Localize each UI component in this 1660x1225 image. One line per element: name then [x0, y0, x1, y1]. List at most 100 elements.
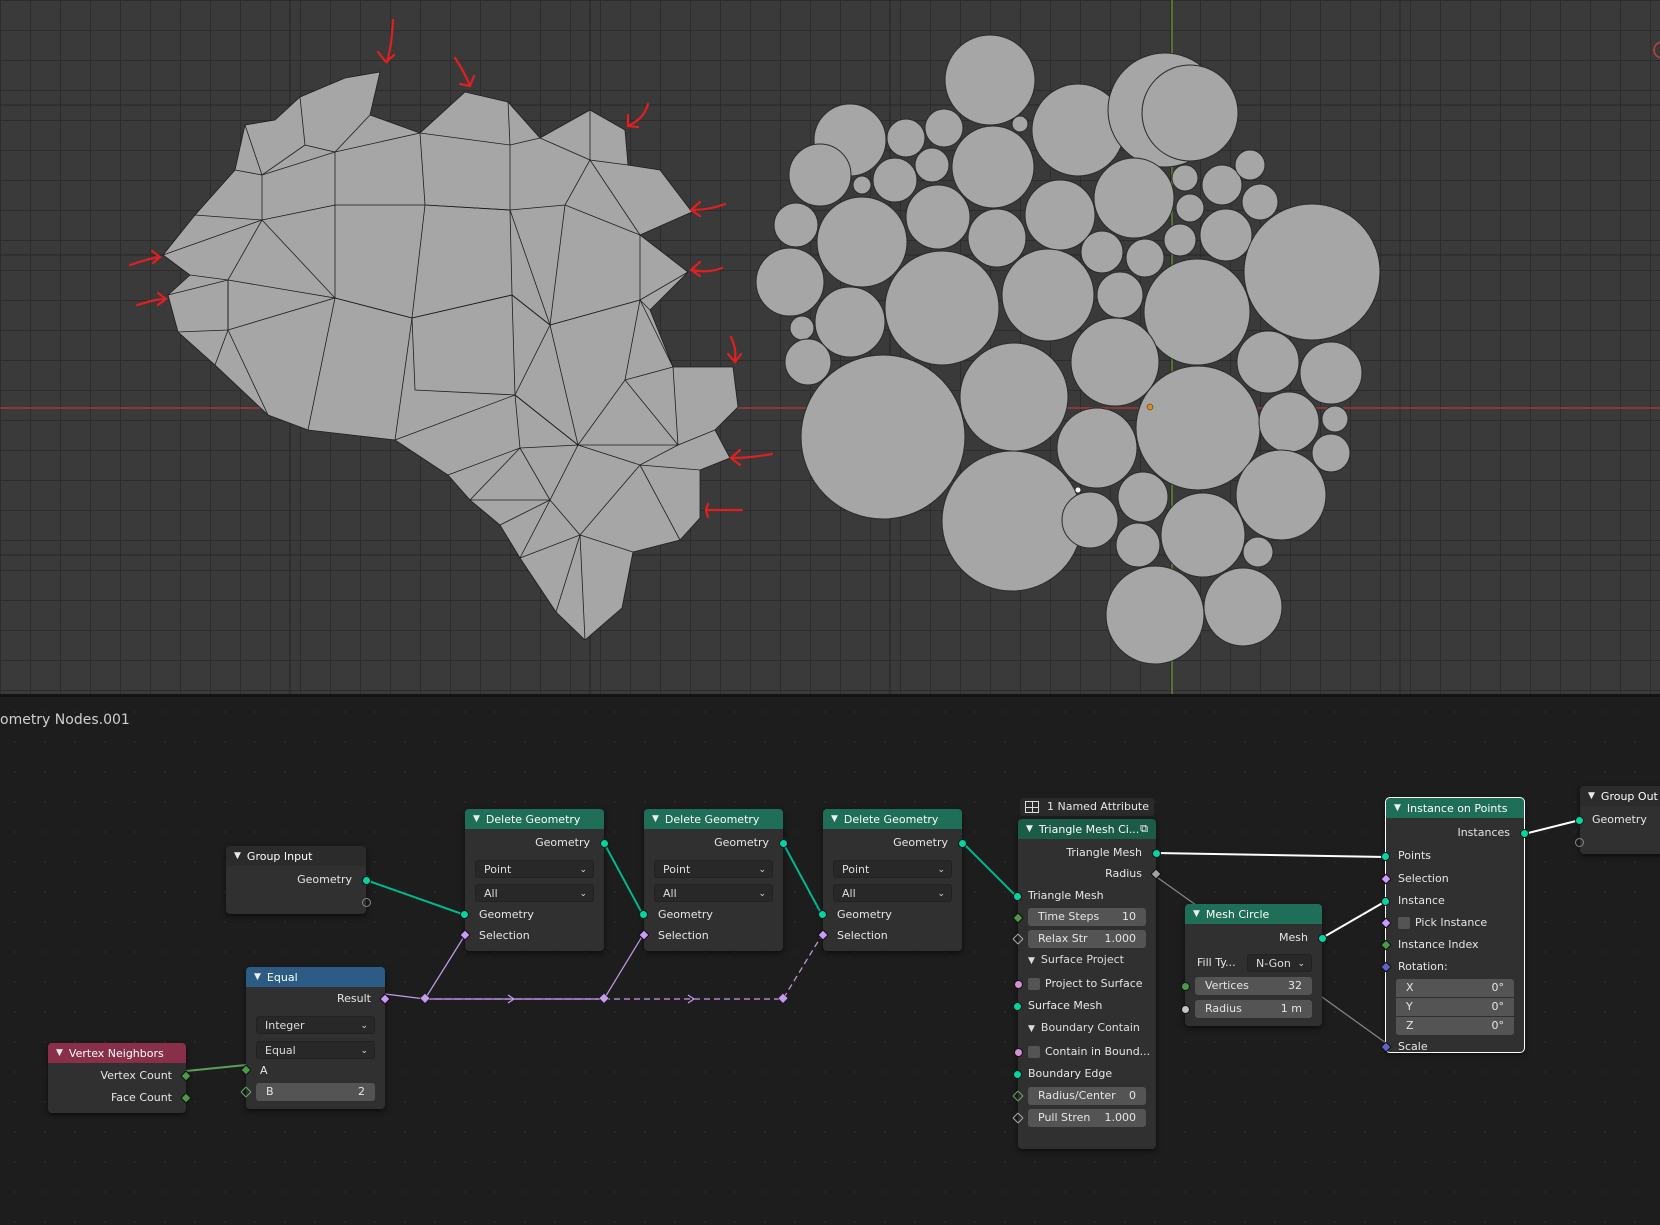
socket-label-result: Result — [337, 992, 371, 1005]
collapse-icon[interactable]: ▼ — [1588, 791, 1595, 801]
socket-label-geometry: Geometry — [297, 873, 352, 886]
label-boundary-edge: Boundary Edge — [1028, 1067, 1113, 1080]
area-divider[interactable] — [0, 694, 1660, 697]
node-header[interactable]: ▼Delete Geometry — [644, 809, 783, 829]
link-delete1-to-delete2 — [603, 842, 644, 916]
3d-viewport[interactable] — [0, 0, 1660, 695]
socket-out-empty[interactable] — [362, 898, 371, 907]
node-header[interactable]: ▼Triangle Mesh Ci...⧉ — [1018, 819, 1156, 839]
domain-dropdown[interactable]: Point⌄ — [833, 860, 952, 878]
collapse-icon[interactable]: ▼ — [652, 814, 659, 824]
viewport-canvas — [0, 0, 1660, 695]
socket-in-vertices[interactable] — [1181, 982, 1190, 991]
data-type-dropdown[interactable]: Integer⌄ — [256, 1016, 375, 1034]
link-result-to-selection — [384, 934, 466, 1000]
collapse-icon[interactable]: ▼ — [1394, 803, 1401, 813]
socket-out-geometry[interactable] — [958, 839, 967, 848]
gizmo-edge — [1653, 41, 1660, 59]
node-header[interactable]: ▼Equal — [246, 967, 385, 987]
socket-label-radius: Radius — [1105, 867, 1142, 880]
socket-out-geometry[interactable] — [779, 839, 788, 848]
node-delete-geometry-3[interactable]: ▼Delete Geometry Geometry Point⌄ All⌄ Ge… — [817, 809, 967, 951]
node-triangle-mesh-circle-packing[interactable]: ▼Triangle Mesh Ci...⧉ Triangle Mesh Radi… — [1012, 819, 1162, 1149]
mode-dropdown[interactable]: All⌄ — [654, 884, 773, 902]
node-header[interactable]: ▼Delete Geometry — [823, 809, 962, 829]
socket-out-triangle-mesh[interactable] — [1152, 849, 1161, 858]
socket-in-geometry[interactable] — [1575, 816, 1584, 825]
chevron-down-icon: ⌄ — [937, 865, 945, 875]
contain-in-boundary-checkbox[interactable] — [1028, 1046, 1040, 1058]
node-vertex-neighbors[interactable]: ▼Vertex Neighbors Vertex Count Face Coun… — [48, 1043, 192, 1113]
fill-type-dropdown[interactable]: N-Gon⌄ — [1247, 954, 1312, 972]
socket-in-triangle-mesh[interactable] — [1013, 892, 1022, 901]
socket-in-geometry[interactable] — [818, 910, 827, 919]
node-header[interactable]: ▼Group Out — [1580, 786, 1660, 806]
node-mesh-circle[interactable]: ▼Mesh Circle Mesh Fill Ty... N-Gon⌄ Vert… — [1181, 904, 1327, 1026]
panel-surface-project[interactable]: ▼Surface Project — [1028, 953, 1124, 966]
node-delete-geometry-1[interactable]: ▼Delete Geometry Geometry Point⌄ All⌄ Ge… — [459, 809, 609, 951]
link-group-input-to-delete1 — [365, 879, 466, 916]
socket-out-geometry[interactable] — [362, 876, 371, 885]
socket-in-instance[interactable] — [1381, 897, 1390, 906]
node-header[interactable]: ▼Group Input — [226, 846, 366, 866]
node-group-icon[interactable]: ⧉ — [1140, 822, 1148, 835]
socket-in-points[interactable] — [1381, 852, 1390, 861]
label-fill-type: Fill Ty... — [1197, 956, 1236, 969]
domain-dropdown[interactable]: Point⌄ — [475, 860, 594, 878]
node-instance-on-points[interactable]: ▼Instance on Points Instances Points Sel… — [1380, 797, 1529, 1053]
socket-out-instances[interactable] — [1520, 829, 1529, 838]
socket-label-geometry-in: Geometry — [837, 908, 892, 921]
operation-dropdown[interactable]: Equal⌄ — [256, 1041, 375, 1059]
mode-dropdown[interactable]: All⌄ — [475, 884, 594, 902]
node-links — [185, 819, 1581, 1072]
socket-label-face-count: Face Count — [110, 1091, 172, 1104]
node-delete-geometry-2[interactable]: ▼Delete Geometry Geometry Point⌄ All⌄ Ge… — [638, 809, 788, 951]
node-header[interactable]: ▼Vertex Neighbors — [48, 1043, 186, 1063]
socket-out-mesh[interactable] — [1318, 934, 1327, 943]
node-header[interactable]: ▼Mesh Circle — [1185, 904, 1322, 924]
socket-in-contain-in-boundary[interactable] — [1014, 1048, 1023, 1057]
origin-point — [1146, 403, 1154, 411]
socket-in-radius[interactable] — [1181, 1005, 1190, 1014]
chevron-down-icon: ⌄ — [937, 889, 945, 899]
pick-instance-checkbox[interactable] — [1398, 917, 1410, 929]
collapse-icon[interactable]: ▼ — [1026, 824, 1033, 834]
collapse-icon[interactable]: ▼ — [234, 851, 241, 861]
collapse-icon[interactable]: ▼ — [473, 814, 480, 824]
node-editor[interactable]: ometry Nodes.001 — [0, 697, 1660, 1225]
socket-label-geometry-out: Geometry — [893, 836, 948, 849]
socket-label-geometry-out: Geometry — [535, 836, 590, 849]
socket-in-geometry[interactable] — [639, 910, 648, 919]
project-to-surface-checkbox[interactable] — [1028, 978, 1040, 990]
collapse-icon[interactable]: ▼ — [831, 814, 838, 824]
socket-out-geometry[interactable] — [600, 839, 609, 848]
label-instance-index: Instance Index — [1398, 938, 1479, 951]
socket-in-empty[interactable] — [1575, 838, 1584, 847]
collapse-icon[interactable]: ▼ — [56, 1048, 63, 1058]
socket-in-boundary-edge[interactable] — [1013, 1070, 1022, 1079]
socket-in-geometry[interactable] — [460, 910, 469, 919]
socket-in-project-to-surface[interactable] — [1014, 980, 1023, 989]
socket-in-surface-mesh[interactable] — [1013, 1002, 1022, 1011]
collapse-icon[interactable]: ▼ — [1193, 909, 1200, 919]
node-group-input[interactable]: ▼Group Input Geometry — [226, 846, 371, 914]
collapse-icon[interactable]: ▼ — [254, 972, 261, 982]
panel-boundary-contain[interactable]: ▼Boundary Contain — [1028, 1021, 1140, 1034]
node-header[interactable]: ▼Delete Geometry — [465, 809, 604, 829]
node-header[interactable]: ▼Instance on Points — [1386, 798, 1524, 818]
domain-dropdown[interactable]: Point⌄ — [654, 860, 773, 878]
mode-dropdown[interactable]: All⌄ — [833, 884, 952, 902]
socket-label-mesh: Mesh — [1279, 931, 1308, 944]
node-group-output[interactable]: ▼Group Out Geometry — [1575, 786, 1660, 854]
